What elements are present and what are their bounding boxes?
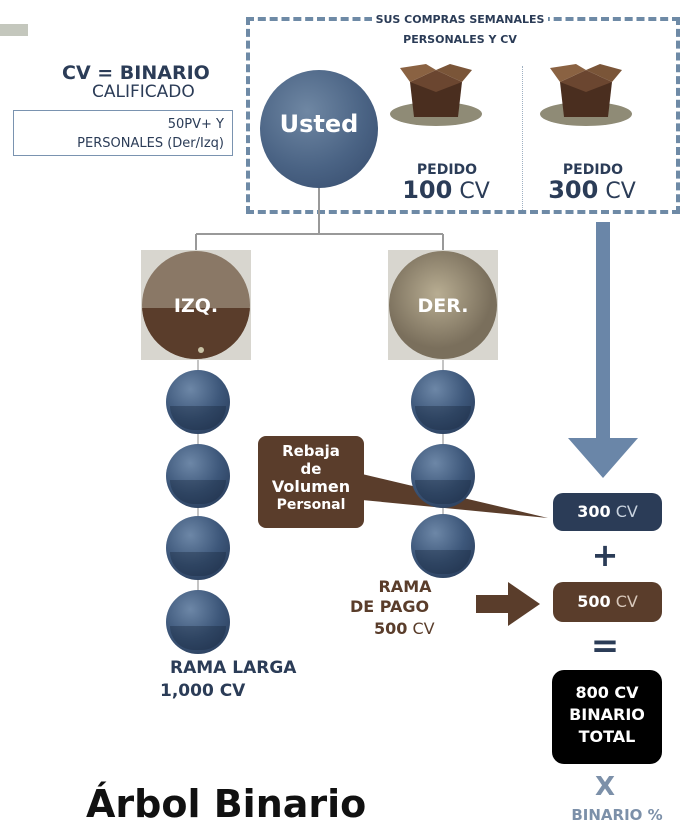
weekly-purchases-line1: SUS COMPRAS SEMANALES bbox=[371, 10, 549, 30]
branch-left-node: IZQ. bbox=[141, 250, 251, 360]
total-second-unit: CV bbox=[615, 592, 638, 611]
rebaja-box: Rebaja de Volumen Personal bbox=[258, 436, 364, 528]
order-2-label: PEDIDO bbox=[562, 162, 624, 178]
cv-binario-label: CV = BINARIO bbox=[62, 62, 210, 84]
binario-percent: BINARIO % bbox=[571, 806, 663, 824]
usted-node: Usted bbox=[260, 70, 378, 188]
left-chain-node-2 bbox=[166, 444, 230, 508]
left-chain-node-4 bbox=[166, 590, 230, 654]
rama-pago-line2: DE PAGO bbox=[350, 597, 430, 616]
times-sign: X bbox=[594, 772, 616, 802]
qualifier-line2: PERSONALES (Der/Izq) bbox=[77, 136, 224, 151]
branch-right-label: DER. bbox=[417, 295, 469, 317]
rama-pago-line1: RAMA bbox=[378, 577, 432, 596]
qualifier-line1: 50PV+ Y bbox=[167, 117, 224, 132]
total-second-number: 500 bbox=[577, 592, 611, 611]
rama-pago-unit: CV bbox=[412, 619, 435, 638]
weekly-purchases-line2: PERSONALES Y CV bbox=[403, 33, 517, 46]
weekly-purchases-title: SUS COMPRAS SEMANALES PERSONALES Y CV bbox=[300, 10, 620, 50]
qualifier-box: 50PV+ Y PERSONALES (Der/Izq) bbox=[13, 110, 233, 156]
total-binario-line2: BINARIO bbox=[569, 705, 645, 724]
order-2-value: 300 CV bbox=[522, 176, 662, 204]
rama-pago-value: 500 CV bbox=[374, 619, 435, 638]
right-chain-node-2 bbox=[411, 444, 475, 508]
order-2-number: 300 bbox=[548, 176, 599, 204]
total-binario-line1: 800 CV bbox=[575, 683, 639, 702]
rama-pago-number: 500 bbox=[374, 619, 408, 638]
total-first-pill: 300 CV bbox=[553, 493, 662, 531]
rama-larga-line1: RAMA LARGA bbox=[170, 658, 297, 678]
rebaja-line1: Rebaja bbox=[282, 442, 340, 460]
plus-sign: + bbox=[591, 536, 619, 574]
box-icon-1 bbox=[390, 64, 482, 126]
order-1-unit: CV bbox=[459, 179, 490, 204]
usted-label: Usted bbox=[279, 110, 359, 138]
rebaja-line3: Volumen bbox=[271, 477, 351, 496]
branch-left-sphere bbox=[142, 251, 250, 359]
rebaja-line2: de bbox=[300, 460, 322, 478]
corner-stripe bbox=[0, 24, 28, 36]
branch-right-node: DER. bbox=[388, 250, 498, 360]
right-chain-node-1 bbox=[411, 370, 475, 434]
branch-left-label: IZQ. bbox=[173, 295, 219, 317]
calificado-label: CALIFICADO bbox=[92, 82, 195, 102]
order-1-value: 100 CV bbox=[376, 176, 516, 204]
branch-right-sphere bbox=[389, 251, 497, 359]
box-icon-2 bbox=[540, 64, 632, 126]
total-binario-line3: TOTAL bbox=[578, 727, 636, 746]
orders-divider bbox=[522, 66, 523, 210]
equals-sign: = bbox=[590, 626, 620, 666]
right-chain-node-3 bbox=[411, 514, 475, 578]
left-chain-node-3 bbox=[166, 516, 230, 580]
total-binario-box: 800 CV BINARIO TOTAL bbox=[552, 670, 662, 764]
total-second-pill: 500 CV bbox=[553, 582, 662, 622]
left-chain-node-1 bbox=[166, 370, 230, 434]
rama-larga-line2: 1,000 CV bbox=[160, 681, 246, 701]
rebaja-line4: Personal bbox=[276, 497, 346, 513]
total-first-number: 300 bbox=[577, 502, 611, 521]
order-1-number: 100 bbox=[402, 176, 453, 204]
order-1-label: PEDIDO bbox=[416, 162, 478, 178]
order-2-unit: CV bbox=[605, 179, 636, 204]
total-first-unit: CV bbox=[615, 502, 638, 521]
page-title: Árbol Binario bbox=[86, 782, 367, 826]
